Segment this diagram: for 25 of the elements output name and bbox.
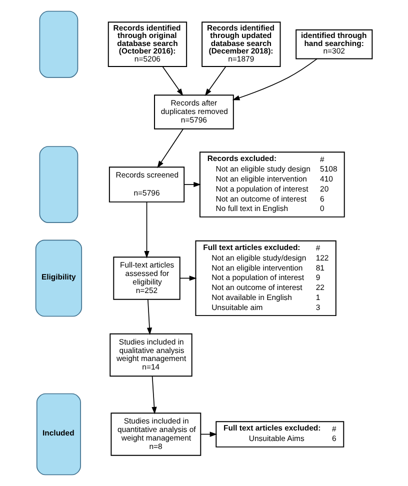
node-box [39,10,78,78]
node-box: Studies included in qualitative analysis weight management n=14 [110,333,192,377]
arrow [146,299,152,335]
arrow [180,276,197,281]
arrow [144,202,150,258]
arrow [204,66,226,96]
arrow [157,128,184,168]
node-box: Records identified through updated database search (December 2018): n=1879 [202,22,281,68]
node-box: Records identified through original database search (October 2016): n=5206 [108,22,188,68]
node-box: Full text articles excluded: # Not an eligible study/design 122 Not an eligible intervention 81 Not a population of interest 9 Not an outcome of interest 22 Not available in English 1 Unsuitable aim 3 [195,240,336,316]
arrow [232,58,318,100]
node-box [39,146,78,223]
arrow [152,376,157,414]
node-box: Full-text articles assessed for eligibility n=252 [113,256,180,300]
node-box: Included [36,393,81,476]
node-box: Eligibility [35,240,82,317]
node-box: Full text articles excluded: # Unsuitable Aims 6 [216,421,344,448]
node-box: Records after duplicates removed n=5796 [154,94,234,130]
arrow [184,182,201,188]
node-box: Records screened n=5796 [108,166,185,202]
node-box: Records excluded: # Not an eligible study design 5108 Not an eligible intervention 410 Not a population of interest 20 Not an outcome of interest 6 No full text in English 0 [199,152,345,218]
arrow [200,432,218,437]
node-box: Studies included in quantitative analysis of weight management n=8 [110,412,202,456]
node-box: identified through hand searching: n=302 [296,29,373,60]
arrow [162,66,184,96]
